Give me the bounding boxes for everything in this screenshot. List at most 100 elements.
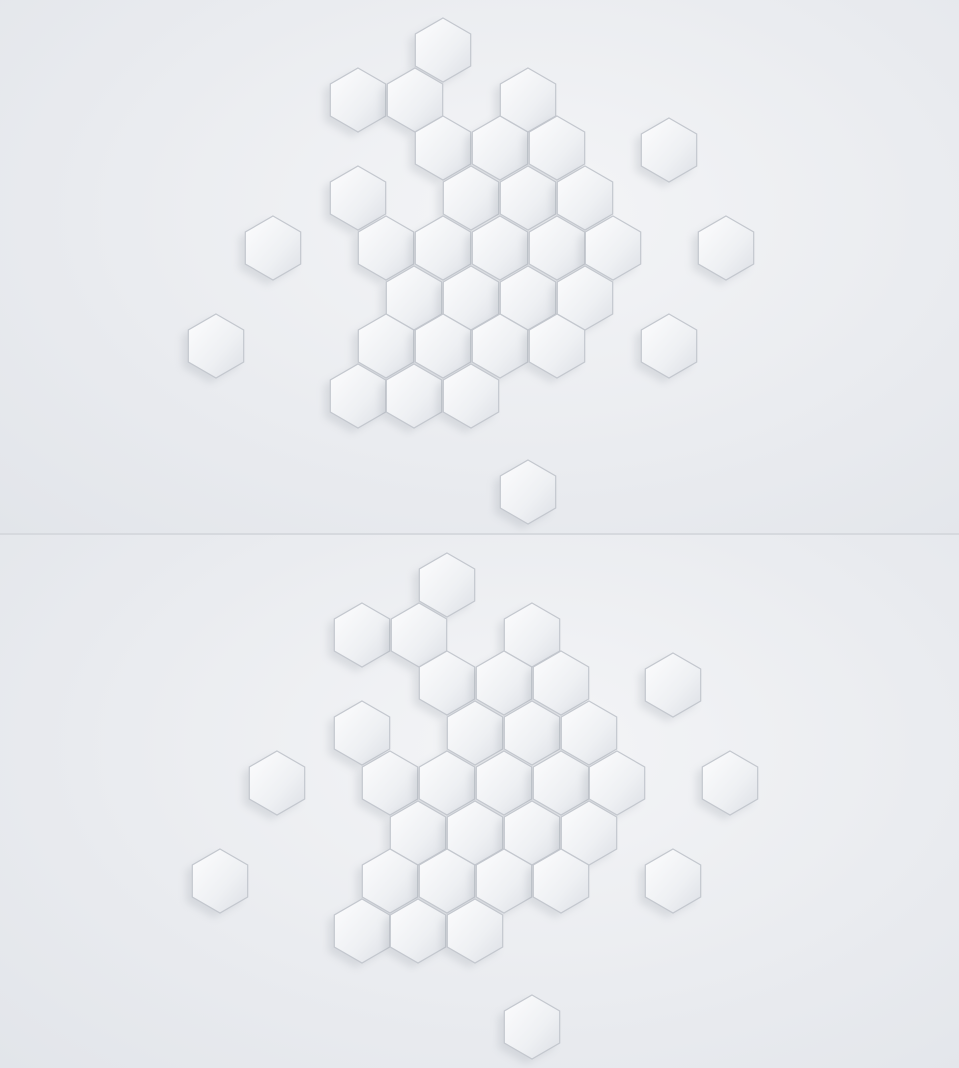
hexagon-face: [447, 899, 503, 963]
hexagon-tile: [409, 215, 472, 285]
hexagon-face: [529, 314, 585, 378]
hexagon-edge: [385, 363, 443, 429]
hexagon-edge: [503, 700, 561, 766]
hexagon-edge: [333, 602, 391, 668]
hexagon-pattern-top: [182, 17, 755, 529]
hexagon-edge: [503, 994, 561, 1060]
hexagon-face: [500, 460, 556, 524]
hexagon-edge: [361, 750, 419, 816]
hexagon-edge: [471, 215, 529, 281]
hexagon-face: [415, 216, 471, 280]
hexagon-face: [561, 801, 617, 865]
hexagon-edge: [475, 848, 533, 914]
hexagon-edge: [528, 115, 586, 181]
hexagon-face: [533, 651, 589, 715]
hexagon-edge: [560, 700, 618, 766]
hexagon-face: [476, 849, 532, 913]
hexagon-tile: [494, 67, 557, 137]
hexagon-face: [533, 849, 589, 913]
hexagon-tile: [583, 750, 646, 820]
hexagon-face: [334, 603, 390, 667]
hexagon-edge: [701, 750, 759, 816]
hexagon-edge: [191, 848, 249, 914]
hexagon-face: [362, 849, 418, 913]
hexagon-tile: [409, 115, 472, 185]
hexagon-tile: [494, 459, 557, 529]
hexagon-tile: [182, 313, 245, 383]
hexagon-edge: [248, 750, 306, 816]
hexagon-face: [415, 116, 471, 180]
hexagon-tile: [437, 165, 500, 235]
hexagon-edge: [414, 17, 472, 83]
hexagon-face: [249, 751, 305, 815]
hexagon-tile: [470, 848, 533, 918]
hexagon-face: [557, 266, 613, 330]
hexagon-face: [443, 364, 499, 428]
hexagon-edge: [644, 848, 702, 914]
hexagon-edge: [475, 650, 533, 716]
hexagon-edge: [442, 165, 500, 231]
hexagon-tile: [328, 898, 391, 968]
hexagon-edge: [532, 650, 590, 716]
hexagon-tile: [466, 115, 529, 185]
hexagon-face: [415, 18, 471, 82]
hexagon-edge: [584, 215, 642, 281]
hexagon-pattern-bottom: [186, 552, 759, 1064]
hexagon-tile: [692, 215, 755, 285]
hexagon-face: [529, 116, 585, 180]
hexagon-face: [698, 216, 754, 280]
hexagon-tile: [494, 165, 557, 235]
hexagon-tile: [413, 750, 476, 820]
hexagon-edge: [187, 313, 245, 379]
hexagon-face: [500, 68, 556, 132]
hexagon-edge: [640, 117, 698, 183]
hexagon-tile: [413, 848, 476, 918]
hexagon-tile: [409, 17, 472, 87]
hexagon-face: [419, 751, 475, 815]
hexagon-face: [362, 751, 418, 815]
hexagon-edge: [329, 67, 387, 133]
hexagon-tile: [384, 800, 447, 870]
hexagon-face: [476, 751, 532, 815]
hexagon-edge: [588, 750, 646, 816]
hexagon-face: [419, 849, 475, 913]
hexagon-tile: [551, 165, 614, 235]
hexagon-tile: [635, 117, 698, 187]
hexagon-face: [390, 899, 446, 963]
hexagon-tile: [380, 363, 443, 433]
hexagon-edge: [357, 215, 415, 281]
hexagon-face: [504, 995, 560, 1059]
hexagon-tile: [523, 313, 586, 383]
hexagon-edge: [446, 898, 504, 964]
hexagon-edge: [499, 165, 557, 231]
hexagon-tile: [328, 602, 391, 672]
hexagon-face: [419, 651, 475, 715]
hexagon-edge: [357, 313, 415, 379]
hexagon-edge: [697, 215, 755, 281]
hexagon-face: [641, 118, 697, 182]
hexagon-tile: [243, 750, 306, 820]
hexagon-face: [645, 653, 701, 717]
hexagon-tile: [441, 898, 504, 968]
hexagon-edge: [414, 115, 472, 181]
hexagon-face: [419, 553, 475, 617]
hexagon-tile: [352, 215, 415, 285]
hexagon-tile: [324, 67, 387, 137]
hexagon-face: [330, 364, 386, 428]
hexagon-tile: [527, 750, 590, 820]
hexagon-edge: [418, 750, 476, 816]
hexagon-edge: [442, 363, 500, 429]
hexagon-face: [504, 801, 560, 865]
hexagon-tile: [413, 552, 476, 622]
hexagon-edge: [475, 750, 533, 816]
hexagon-tile: [239, 215, 302, 285]
hexagon-face: [443, 166, 499, 230]
panel-divider: [0, 533, 959, 535]
hexagon-face: [386, 364, 442, 428]
hexagon-face: [472, 116, 528, 180]
hexagon-face: [188, 314, 244, 378]
hexagon-tile: [639, 652, 702, 722]
hexagon-tile: [413, 650, 476, 720]
hexagon-tile: [441, 700, 504, 770]
